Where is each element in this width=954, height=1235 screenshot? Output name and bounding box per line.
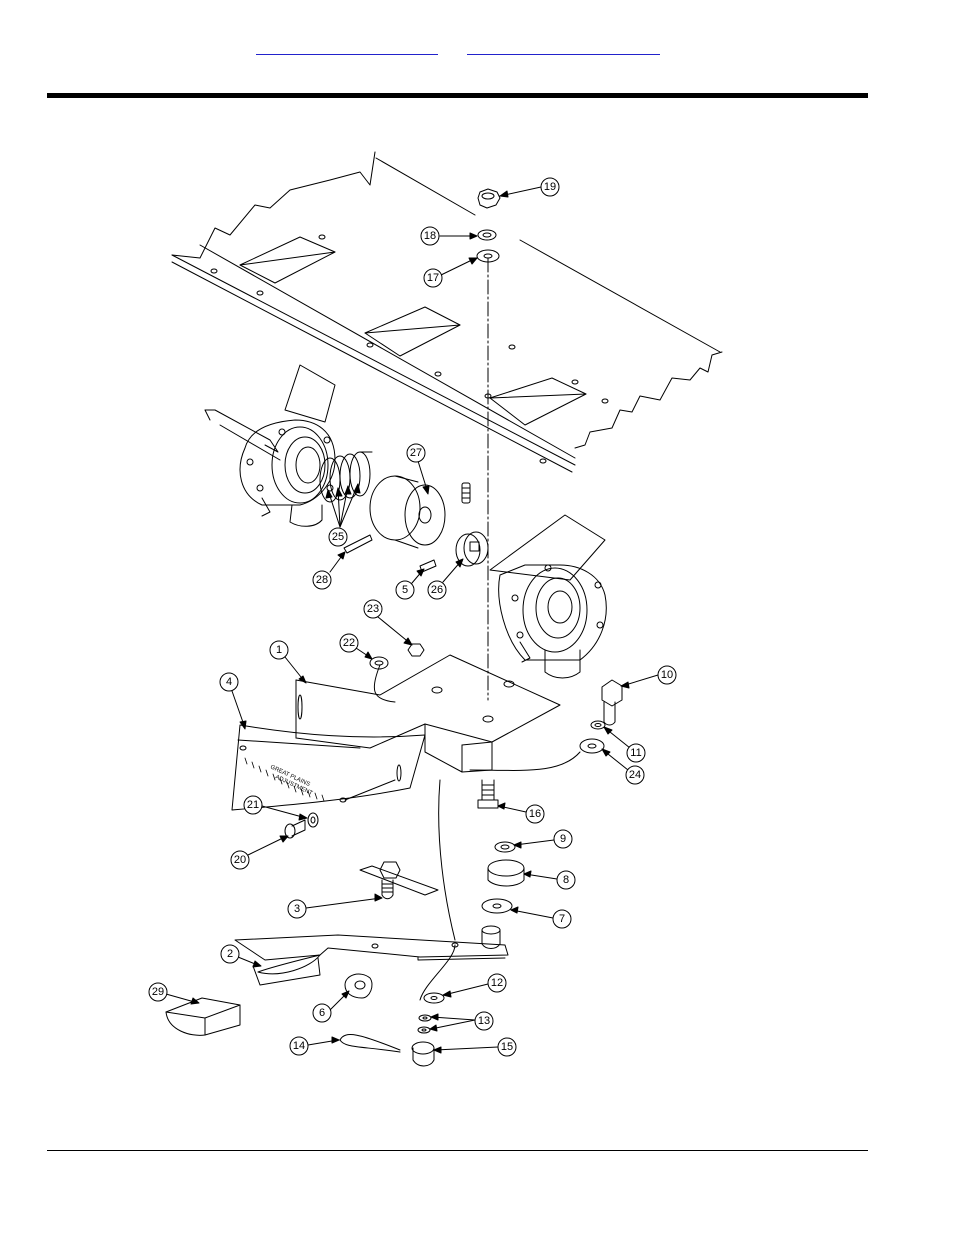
screw-20-washer-21 — [284, 812, 319, 839]
bottom-fasteners — [339, 992, 445, 1067]
callout-c11: 11 — [603, 726, 646, 763]
spacers-9-8-7 — [481, 841, 525, 949]
svg-text:14: 14 — [293, 1040, 305, 1052]
hopper-frame — [171, 151, 723, 473]
svg-text:18: 18 — [424, 230, 436, 242]
callout-c26: 26 — [427, 558, 464, 600]
callout-c17: 17 — [423, 257, 478, 288]
callout-c25: 25 — [325, 483, 361, 547]
svg-text:17: 17 — [427, 272, 439, 284]
svg-text:12: 12 — [491, 977, 503, 989]
svg-text:26: 26 — [431, 584, 443, 596]
header-rule — [47, 93, 868, 98]
callout-c18: 18 — [420, 226, 478, 246]
svg-text:4: 4 — [226, 676, 232, 688]
svg-text:2: 2 — [227, 948, 233, 960]
callout-c21: 21 — [243, 795, 308, 821]
svg-text:3: 3 — [294, 903, 300, 915]
svg-text:25: 25 — [332, 531, 344, 543]
svg-text:6: 6 — [319, 1007, 325, 1019]
svg-text:19: 19 — [544, 181, 556, 193]
callout-c28: 28 — [312, 551, 346, 590]
callout-c12: 12 — [442, 973, 507, 998]
footer-rule — [47, 1150, 868, 1151]
callout-c15: 15 — [433, 1037, 517, 1057]
callout-c7: 7 — [510, 906, 572, 929]
svg-text:27: 27 — [410, 447, 422, 459]
callout-c20: 20 — [230, 835, 289, 870]
washer-nut-22-23 — [369, 643, 425, 670]
svg-text:16: 16 — [529, 808, 541, 820]
callout-c10: 10 — [620, 665, 677, 689]
callout-c19: 19 — [499, 177, 560, 198]
meter-discs — [319, 451, 446, 554]
callout-c13: 13 — [429, 1011, 494, 1032]
callout-c5: 5 — [395, 568, 425, 600]
bracket — [295, 654, 561, 773]
callout-c8: 8 — [523, 870, 576, 890]
svg-text:11: 11 — [630, 747, 641, 759]
svg-text:22: 22 — [343, 637, 355, 649]
callout-c14: 14 — [289, 1036, 340, 1056]
right-meter-housing — [489, 514, 607, 679]
svg-text:21: 21 — [247, 799, 259, 811]
bolt-16 — [477, 779, 499, 809]
svg-text:24: 24 — [629, 769, 641, 781]
callout-c29: 29 — [148, 982, 200, 1005]
top-fasteners — [476, 188, 501, 263]
callout-c9: 9 — [513, 829, 573, 849]
parts-diagram: GREAT PLAINS ADJUSTMENT — [140, 140, 740, 1080]
collar-setscrews — [419, 482, 489, 573]
bolt-10-washers — [469, 679, 623, 771]
adjustment-gauge: GREAT PLAINS ADJUSTMENT — [231, 724, 426, 811]
nav-link-2[interactable] — [467, 40, 660, 55]
svg-text:9: 9 — [560, 833, 566, 845]
callout-c1: 1 — [269, 640, 307, 684]
left-meter-housing — [204, 364, 336, 527]
nav-link-1[interactable] — [256, 40, 438, 55]
callout-c16: 16 — [497, 802, 545, 824]
svg-text:23: 23 — [367, 603, 379, 615]
gauge-tick-marks — [244, 757, 325, 802]
callout-c27: 27 — [406, 443, 430, 495]
svg-text:7: 7 — [559, 913, 565, 925]
svg-text:8: 8 — [563, 874, 569, 886]
pedal-arm — [165, 779, 509, 1036]
svg-text:20: 20 — [234, 854, 246, 866]
callout-c6: 6 — [312, 990, 350, 1023]
svg-text:29: 29 — [152, 986, 164, 998]
svg-text:5: 5 — [402, 584, 408, 596]
callout-c2: 2 — [220, 944, 262, 968]
svg-text:13: 13 — [478, 1015, 490, 1027]
svg-text:28: 28 — [316, 574, 328, 586]
svg-text:15: 15 — [501, 1041, 513, 1053]
callout-c23: 23 — [363, 599, 413, 646]
svg-text:1: 1 — [276, 644, 282, 656]
callout-c24: 24 — [601, 748, 645, 785]
callout-c3: 3 — [287, 893, 383, 919]
callout-c22: 22 — [339, 633, 373, 660]
callout-c4: 4 — [219, 672, 247, 730]
svg-text:10: 10 — [661, 669, 673, 681]
